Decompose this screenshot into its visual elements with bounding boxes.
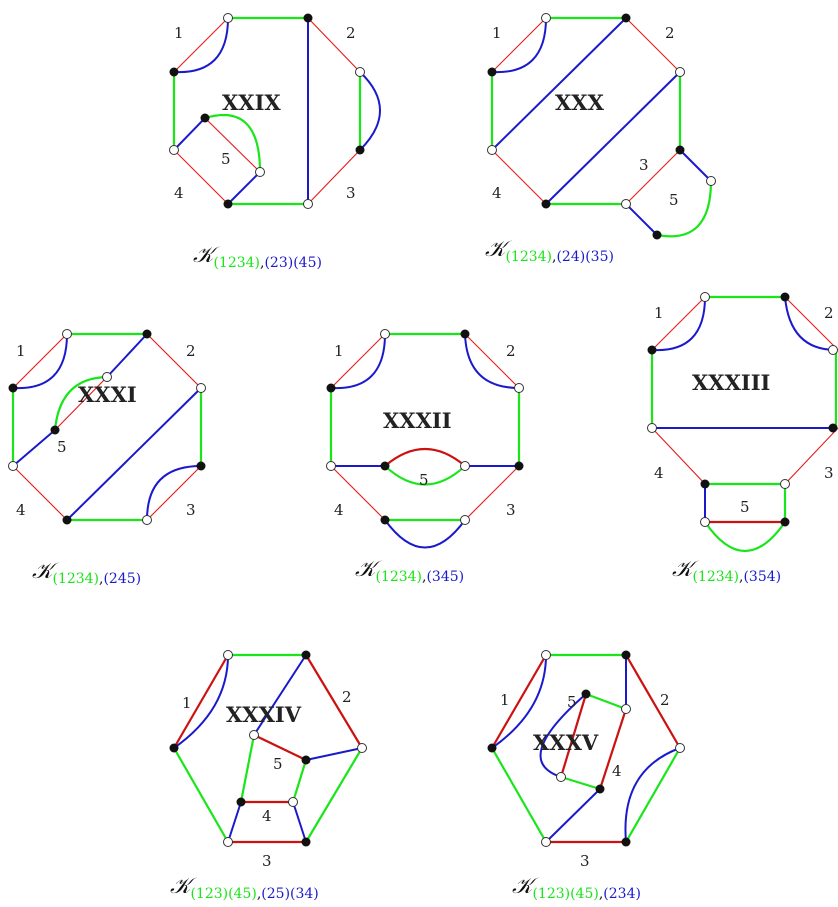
label-1: 1: [174, 24, 184, 42]
caption: 𝒦(1234),(23)(45): [193, 243, 322, 271]
label-2: 2: [186, 342, 196, 360]
label-3: 3: [824, 464, 834, 482]
label-3: 3: [639, 156, 649, 174]
label-4: 4: [174, 184, 184, 202]
label-1: 1: [654, 304, 664, 322]
label-2: 2: [824, 304, 834, 322]
label-2: 2: [660, 691, 670, 709]
label-2: 2: [665, 24, 675, 42]
panel-xxxiii: XXXIII 1 2 3 4 5 𝒦(1234),(354): [647, 292, 838, 585]
label-4: 4: [16, 501, 26, 519]
panel-title: XXXV: [533, 730, 599, 755]
caption: 𝒦(1234),(354): [672, 557, 781, 585]
label-5: 5: [567, 693, 577, 711]
panel-xxxi: XXXI 1 2 3 4 5 𝒦(1234),(245): [8, 329, 206, 587]
panel-xxx: XXX 1 2 3 4 5 𝒦(1234),(24)(35): [485, 13, 716, 265]
label-3: 3: [346, 184, 356, 202]
panel-xxix: XXIX 1 2 3 4 5 𝒦(1234),(23)(45): [169, 13, 381, 271]
label-5: 5: [273, 755, 283, 773]
label-5: 5: [221, 150, 231, 168]
panel-title: XXXIII: [692, 370, 770, 395]
label-4: 4: [654, 464, 664, 482]
label-3: 3: [262, 852, 272, 870]
panel-title: XXIX: [222, 90, 281, 115]
panel-title: XXX: [555, 90, 605, 115]
panel-title: XXXII: [383, 408, 452, 433]
label-2: 2: [342, 688, 352, 706]
caption: 𝒦(1234),(345): [355, 557, 464, 585]
label-3: 3: [186, 501, 196, 519]
caption: 𝒦(123)(45),(234): [512, 874, 641, 902]
label-4: 4: [492, 184, 502, 202]
panel-title: XXXI: [78, 382, 137, 407]
caption: 𝒦(123)(45),(25)(34): [170, 874, 319, 902]
label-4: 4: [262, 807, 272, 825]
label-3: 3: [580, 852, 590, 870]
panel-title: XXXIV: [226, 702, 302, 727]
caption: 𝒦(1234),(245): [32, 559, 141, 587]
label-1: 1: [16, 342, 26, 360]
label-2: 2: [346, 24, 356, 42]
caption: 𝒦(1234),(24)(35): [485, 237, 614, 265]
label-5: 5: [57, 438, 67, 456]
label-5: 5: [419, 471, 429, 489]
panel-xxxv: XXXV 1 2 3 4 5 𝒦(123)(45),(234): [487, 650, 685, 902]
label-5: 5: [669, 191, 679, 209]
label-3: 3: [506, 501, 516, 519]
label-4: 4: [612, 762, 622, 780]
panel-xxxii: XXXII 1 2 3 4 5 𝒦(1234),(345): [326, 329, 524, 585]
label-1: 1: [492, 24, 502, 42]
label-1: 1: [500, 691, 510, 709]
label-1: 1: [334, 342, 344, 360]
label-1: 1: [182, 694, 192, 712]
panel-xxxiv: XXXIV 1 2 3 4 5 𝒦(123)(45),(25)(34): [169, 650, 367, 902]
label-4: 4: [334, 501, 344, 519]
label-2: 2: [506, 342, 516, 360]
label-5: 5: [740, 498, 750, 516]
